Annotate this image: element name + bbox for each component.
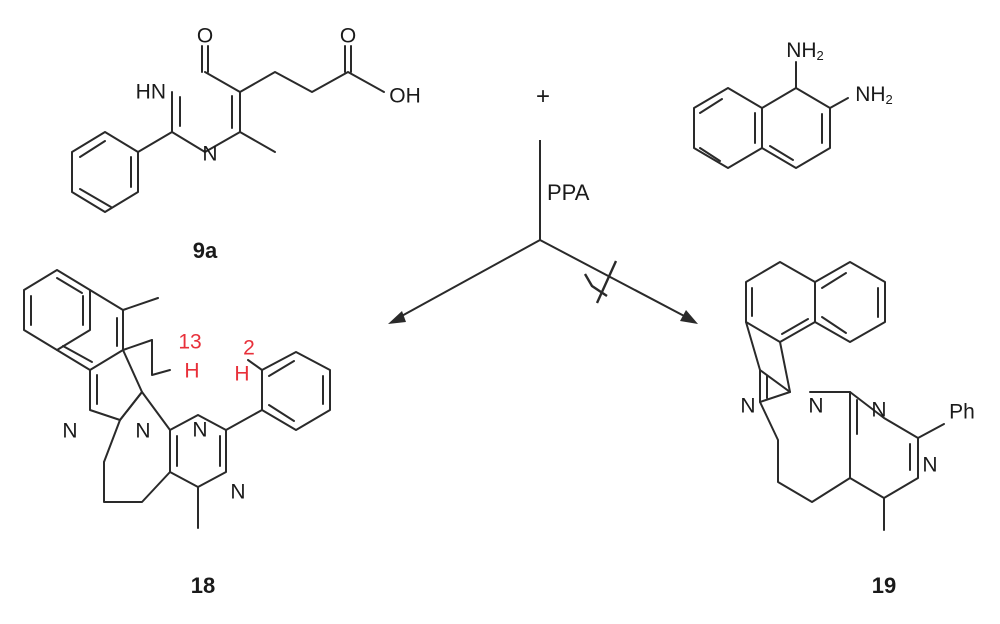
- nitrogen-atom: N: [192, 419, 207, 442]
- compound-18-bonds: [23, 269, 331, 529]
- nitrogen-atom: N: [62, 420, 77, 443]
- compound-9a: O HN N O OH 9a: [71, 25, 421, 263]
- nitrogen-atom: N: [871, 399, 886, 422]
- phenyl-group: Ph: [949, 401, 975, 424]
- reaction-arrow-to-19: [539, 239, 689, 319]
- nitrogen-atom: N: [202, 143, 217, 166]
- plus-sign: +: [536, 83, 550, 110]
- oxygen-atom: O: [197, 25, 213, 48]
- amine-group-2: NH2: [855, 83, 893, 107]
- nitrogen-atom: N: [808, 395, 823, 418]
- compound-9a-bonds: [71, 45, 385, 213]
- nh-atom: HN: [136, 81, 166, 104]
- nitrogen-atom: N: [230, 481, 245, 504]
- compound-label-9a: 9a: [193, 238, 218, 263]
- arrowhead-to-18: [388, 311, 406, 324]
- annotation-2: 2: [243, 337, 255, 360]
- annotation-13: 13: [178, 331, 201, 354]
- amine-group-1: NH2: [786, 39, 824, 63]
- hydroxyl-group: OH: [389, 85, 421, 108]
- compound-18: N N N N H 13 H 2 18: [23, 269, 331, 598]
- compound-19-bonds: [745, 261, 945, 531]
- nitrogen-atom: N: [135, 420, 150, 443]
- naphthalenediamine-bonds: [693, 61, 849, 169]
- compound-naphthalenediamine: NH2 NH2: [693, 39, 893, 169]
- compound-label-18: 18: [191, 573, 215, 598]
- compound-19: N N N N Ph 19: [740, 261, 975, 598]
- nitrogen-atom: N: [740, 395, 755, 418]
- hydrogen-13: H: [184, 360, 199, 383]
- arrowhead-to-19: [680, 310, 698, 324]
- compound-label-19: 19: [872, 573, 896, 598]
- reaction-arrows: PPA: [388, 140, 698, 324]
- reagent-ppa: PPA: [547, 180, 590, 205]
- oxygen-atom: O: [340, 25, 356, 48]
- reaction-arrow-to-18: [397, 239, 541, 319]
- nitrogen-atom: N: [922, 454, 937, 477]
- blocked-reaction-cross: [583, 260, 618, 304]
- hydrogen-2: H: [234, 363, 249, 386]
